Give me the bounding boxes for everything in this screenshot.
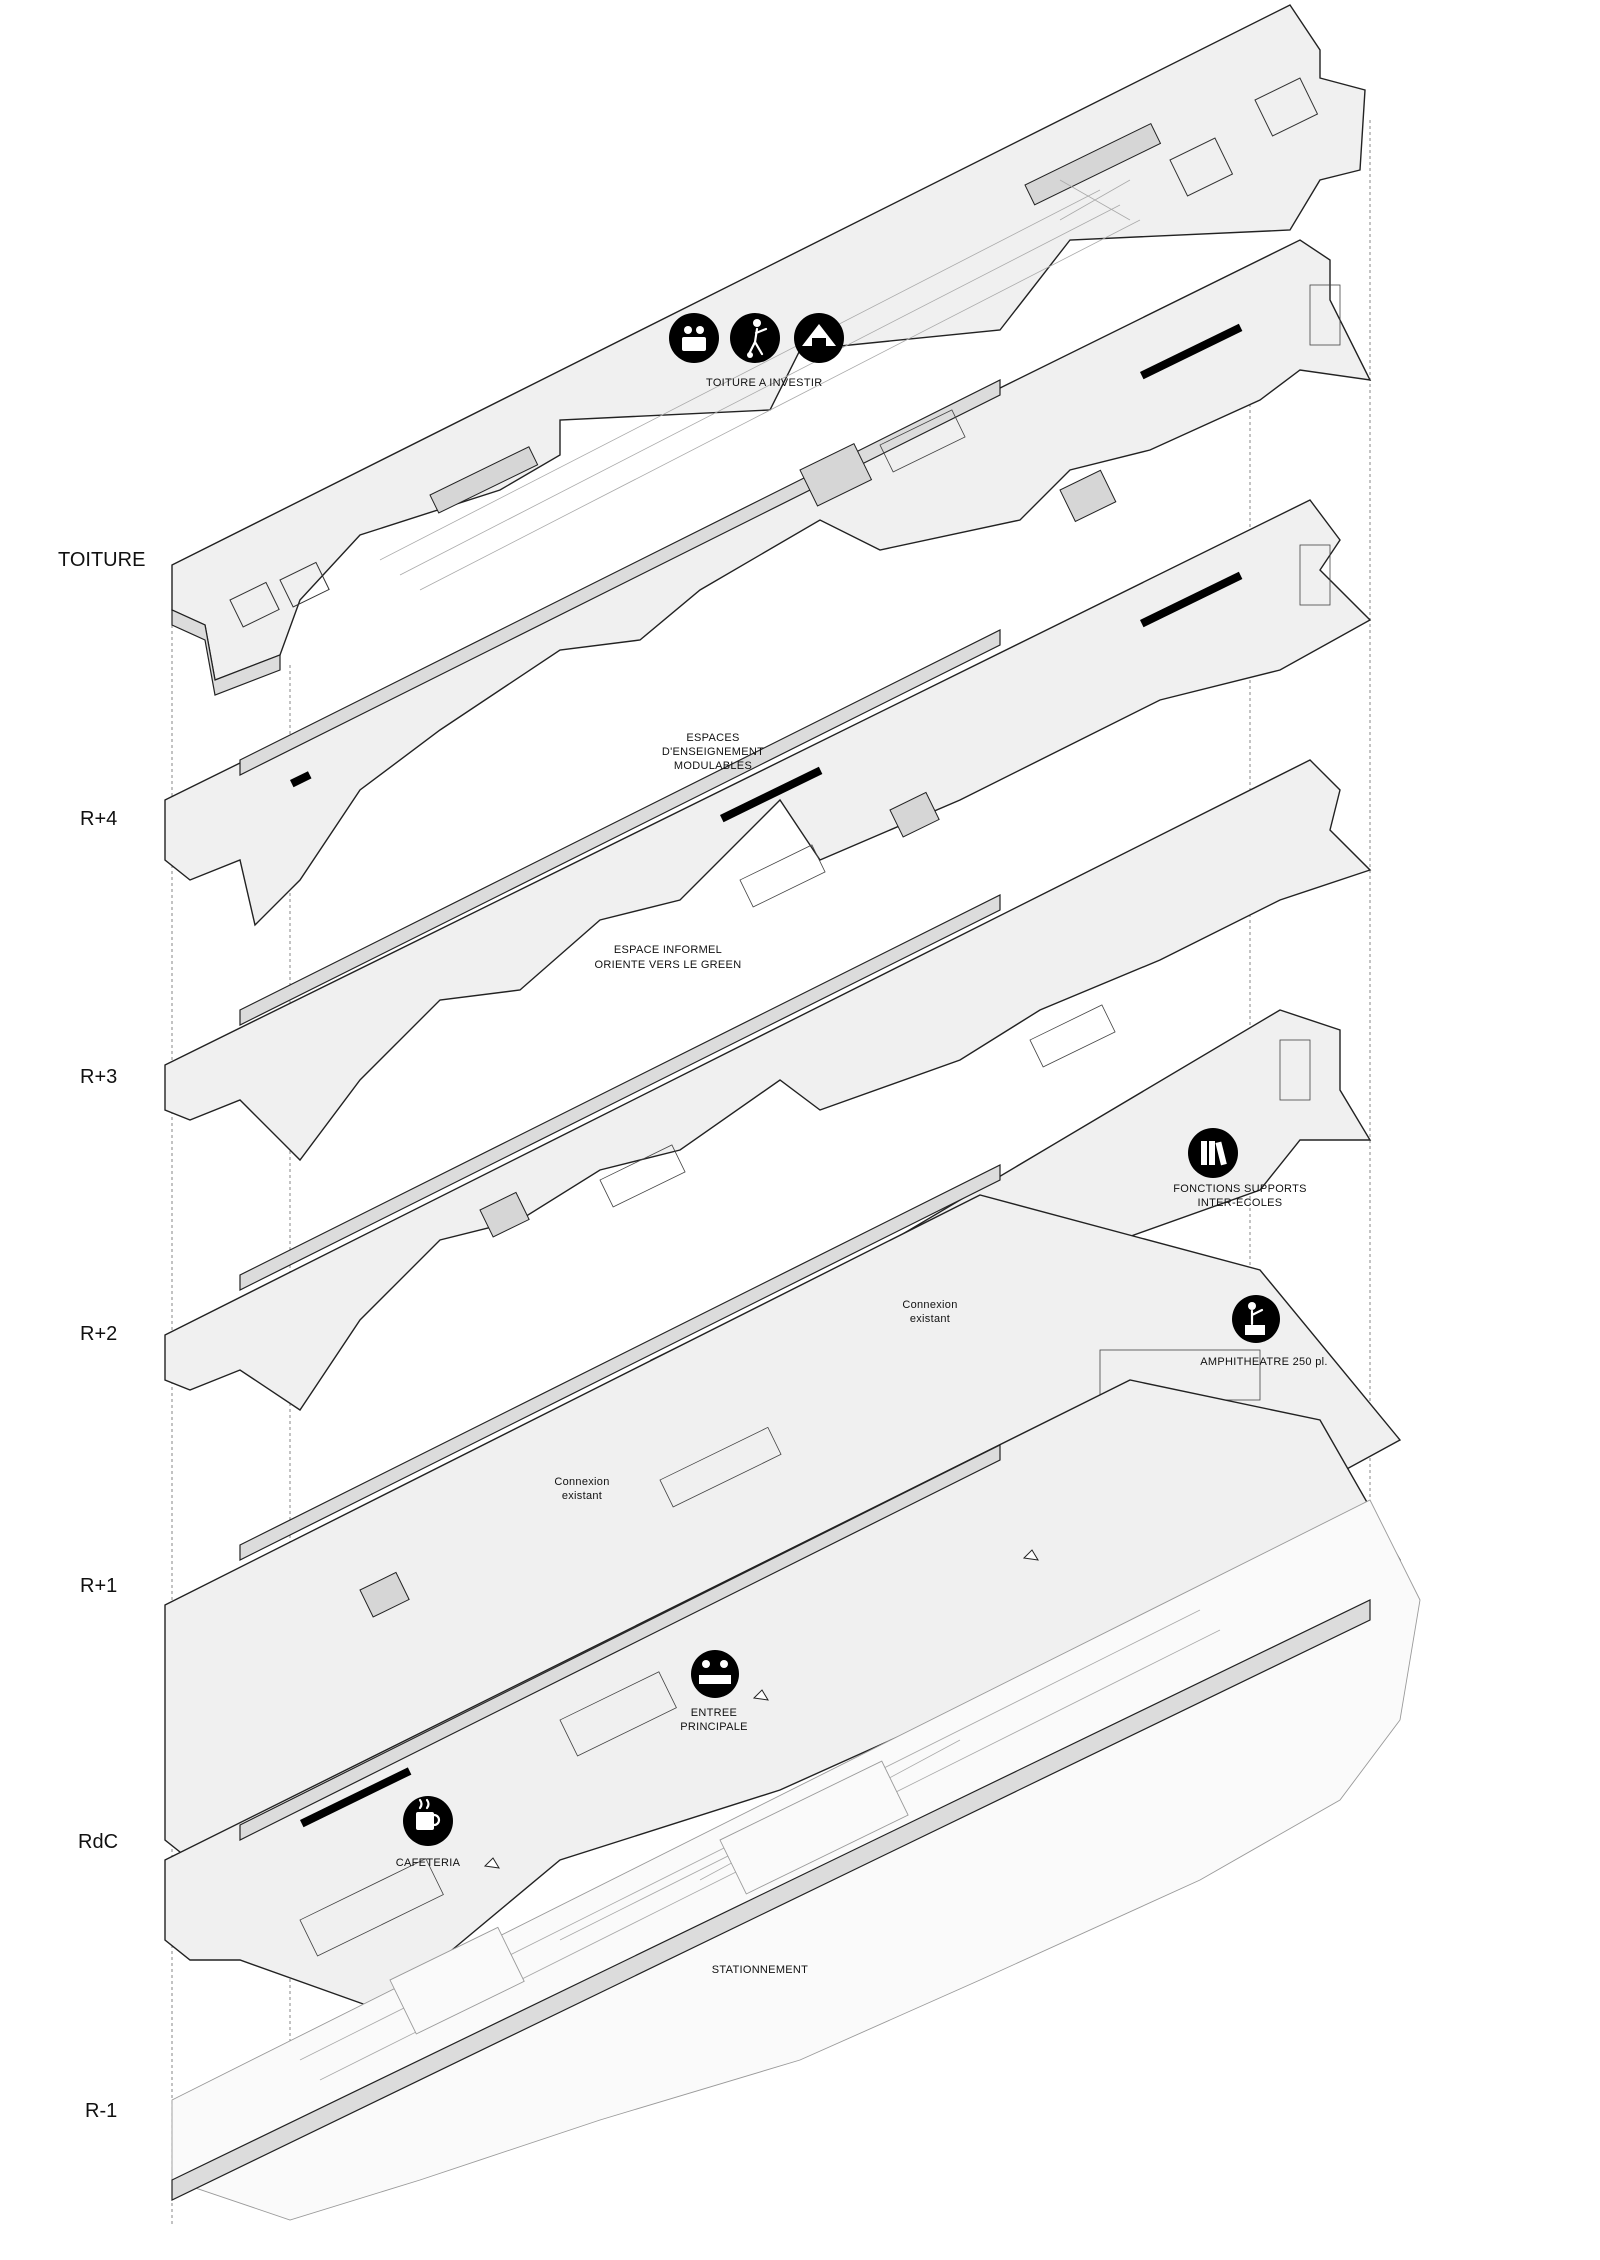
level-r-1: R-1 bbox=[85, 2100, 117, 2122]
reception-desk-icon bbox=[691, 1650, 739, 1698]
level-rdc: RdC bbox=[78, 1831, 118, 1853]
level-toiture: TOITURE bbox=[58, 549, 145, 571]
people-gathering-icon bbox=[669, 313, 719, 363]
annot-connexion-r2-2: existant bbox=[910, 1313, 950, 1325]
sport-player-icon bbox=[730, 313, 780, 363]
floor-slab-rdc bbox=[164, 1379, 1401, 2011]
floor-slab-r4 bbox=[164, 239, 1372, 927]
annotations: TOITURE A INVESTIR ESPACES D'ENSEIGNEMEN… bbox=[396, 377, 1328, 1976]
level-labels: TOITURE R+4 R+3 R+2 R+1 RdC R-1 bbox=[58, 549, 145, 2122]
annot-fonctions-2: INTER-ECOLES bbox=[1198, 1197, 1283, 1209]
lecturer-podium-icon bbox=[1232, 1295, 1280, 1343]
annot-amphitheatre: AMPHITHEATRE 250 pl. bbox=[1200, 1356, 1327, 1368]
floor-slab-r2 bbox=[164, 759, 1372, 1411]
floor-slab-r3 bbox=[164, 499, 1372, 1162]
annot-connexion-r2-1: Connexion bbox=[902, 1299, 957, 1311]
level-r3: R+3 bbox=[80, 1066, 117, 1088]
tent-event-icon bbox=[794, 313, 844, 363]
annot-toiture-investir: TOITURE A INVESTIR bbox=[706, 377, 822, 389]
annot-stationnement: STATIONNEMENT bbox=[712, 1964, 808, 1976]
annot-entree-2: PRINCIPALE bbox=[680, 1721, 748, 1733]
annot-espaces-1: ESPACES bbox=[686, 732, 739, 744]
annot-espaces-2: D'ENSEIGNEMENT bbox=[662, 746, 764, 758]
level-r4: R+4 bbox=[80, 808, 117, 830]
level-r1: R+1 bbox=[80, 1575, 117, 1597]
annot-informel-2: ORIENTE VERS LE GREEN bbox=[595, 959, 742, 971]
coffee-cup-icon bbox=[403, 1796, 453, 1846]
entrance-arrows bbox=[483, 1549, 1039, 1869]
books-icon bbox=[1188, 1128, 1238, 1178]
annot-fonctions-1: FONCTIONS SUPPORTS bbox=[1173, 1183, 1307, 1195]
annot-informel-1: ESPACE INFORMEL bbox=[614, 944, 722, 956]
annot-entree-1: ENTREE bbox=[691, 1707, 737, 1719]
annot-connexion-r1-1: Connexion bbox=[554, 1476, 609, 1488]
floor-slab-r-1 bbox=[171, 1499, 1421, 2221]
level-r2: R+2 bbox=[80, 1323, 117, 1345]
annot-espaces-3: MODULABLES bbox=[674, 760, 752, 772]
annot-cafeteria: CAFETERIA bbox=[396, 1857, 461, 1869]
annot-connexion-r1-2: existant bbox=[562, 1490, 602, 1502]
